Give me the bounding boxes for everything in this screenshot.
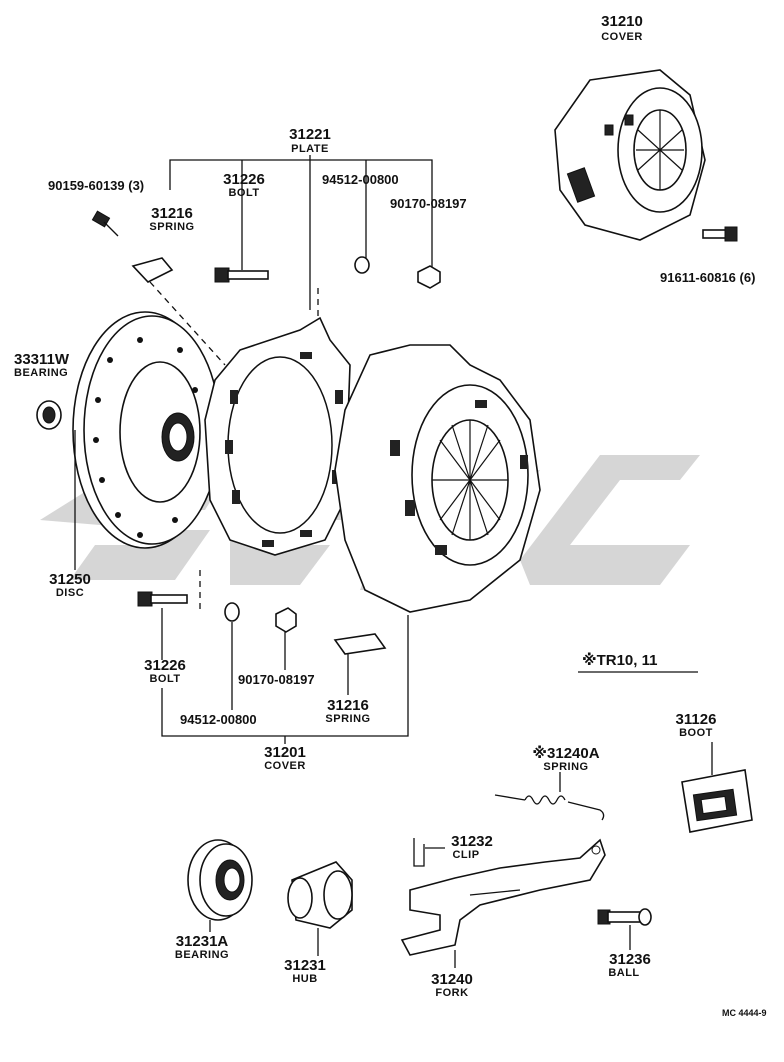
pilot-bearing-icon: [36, 400, 62, 430]
plate-name: PLATE: [291, 143, 329, 155]
ball-31236-illustration: [597, 908, 652, 926]
clutch-cover-31201-illustration: [334, 344, 541, 613]
cover-bottom-number: 31201: [264, 744, 306, 761]
cover-31210-illustration: [554, 69, 706, 241]
hub-name: HUB: [292, 973, 317, 985]
fork-spring-icon: [494, 794, 605, 821]
bolt-31226-bottom-icon: [137, 591, 188, 607]
spring-fork-name: SPRING: [543, 761, 588, 773]
spring-fork-number: ※31240A: [532, 744, 599, 762]
nut-90170-bottom-icon: [275, 607, 297, 633]
fork-31240-illustration: [400, 838, 606, 956]
bolt-top-name: BOLT: [228, 187, 259, 199]
part-number-90170-bottom: 90170-08197: [238, 672, 315, 687]
washer-94512-top-icon: [354, 256, 370, 274]
part-number-90159: 90159-60139 (3): [48, 178, 144, 193]
nut-90170-top-icon: [417, 265, 441, 289]
spring-bottom-number: 31216: [327, 697, 369, 714]
clip-name: CLIP: [452, 849, 479, 861]
boot-31126-illustration: [681, 769, 753, 833]
disc-number: 31250: [49, 571, 91, 588]
fork-name: FORK: [435, 987, 468, 999]
spring-plate-top-icon: [131, 257, 174, 283]
cover-top-name: COVER: [601, 31, 643, 43]
release-bearing-31231A-illustration: [187, 839, 253, 921]
spring-bottom-name: SPRING: [325, 713, 370, 725]
bearing-left-name: BEARING: [14, 367, 68, 379]
part-number-91611: 91611-60816 (6): [660, 270, 755, 285]
hub-number: 31231: [284, 957, 326, 974]
bolt-top-number: 31226: [223, 171, 265, 188]
clip-number: 31232: [451, 833, 493, 850]
washer-94512-bottom-icon: [224, 602, 240, 622]
bolt-bottom-name: BOLT: [149, 673, 180, 685]
part-number-94512-top: 94512-00800: [322, 172, 399, 187]
release-bearing-number: 31231A: [176, 933, 229, 950]
part-number-94512-bottom: 94512-00800: [180, 712, 257, 727]
bearing-left-number: 33311W: [14, 351, 70, 368]
spring-top-name: SPRING: [149, 221, 194, 233]
plate-number: 31221: [289, 126, 331, 143]
screw-90159-icon: [91, 210, 119, 237]
clip-icon: [413, 838, 425, 867]
boot-number: 31126: [676, 711, 717, 728]
spring-top-number: 31216: [151, 205, 193, 222]
bolt-bottom-number: 31226: [144, 657, 186, 674]
boot-name: BOOT: [679, 727, 713, 739]
ball-number: 31236: [609, 951, 651, 968]
part-number-90170-top: 90170-08197: [390, 196, 467, 211]
plate-bracket-line: [169, 159, 433, 275]
release-bearing-name: BEARING: [175, 949, 229, 961]
bolt-31226-top-icon: [214, 267, 269, 283]
ball-name: BALL: [608, 967, 639, 979]
cover-top-number: 31210: [601, 13, 643, 30]
disc-31250-illustration: [72, 311, 221, 549]
tr-note: ※TR10, 11: [582, 651, 657, 669]
spring-plate-bottom-icon: [333, 633, 387, 655]
footer-code: MC 4444-9: [722, 1008, 767, 1018]
pressure-plate-31221-illustration: [204, 316, 351, 556]
cover-bottom-name: COVER: [264, 760, 306, 772]
hub-31231-illustration: [287, 861, 353, 929]
disc-name: DISC: [56, 587, 84, 599]
fork-number: 31240: [431, 971, 473, 988]
bolt-91611-icon: [702, 226, 738, 242]
